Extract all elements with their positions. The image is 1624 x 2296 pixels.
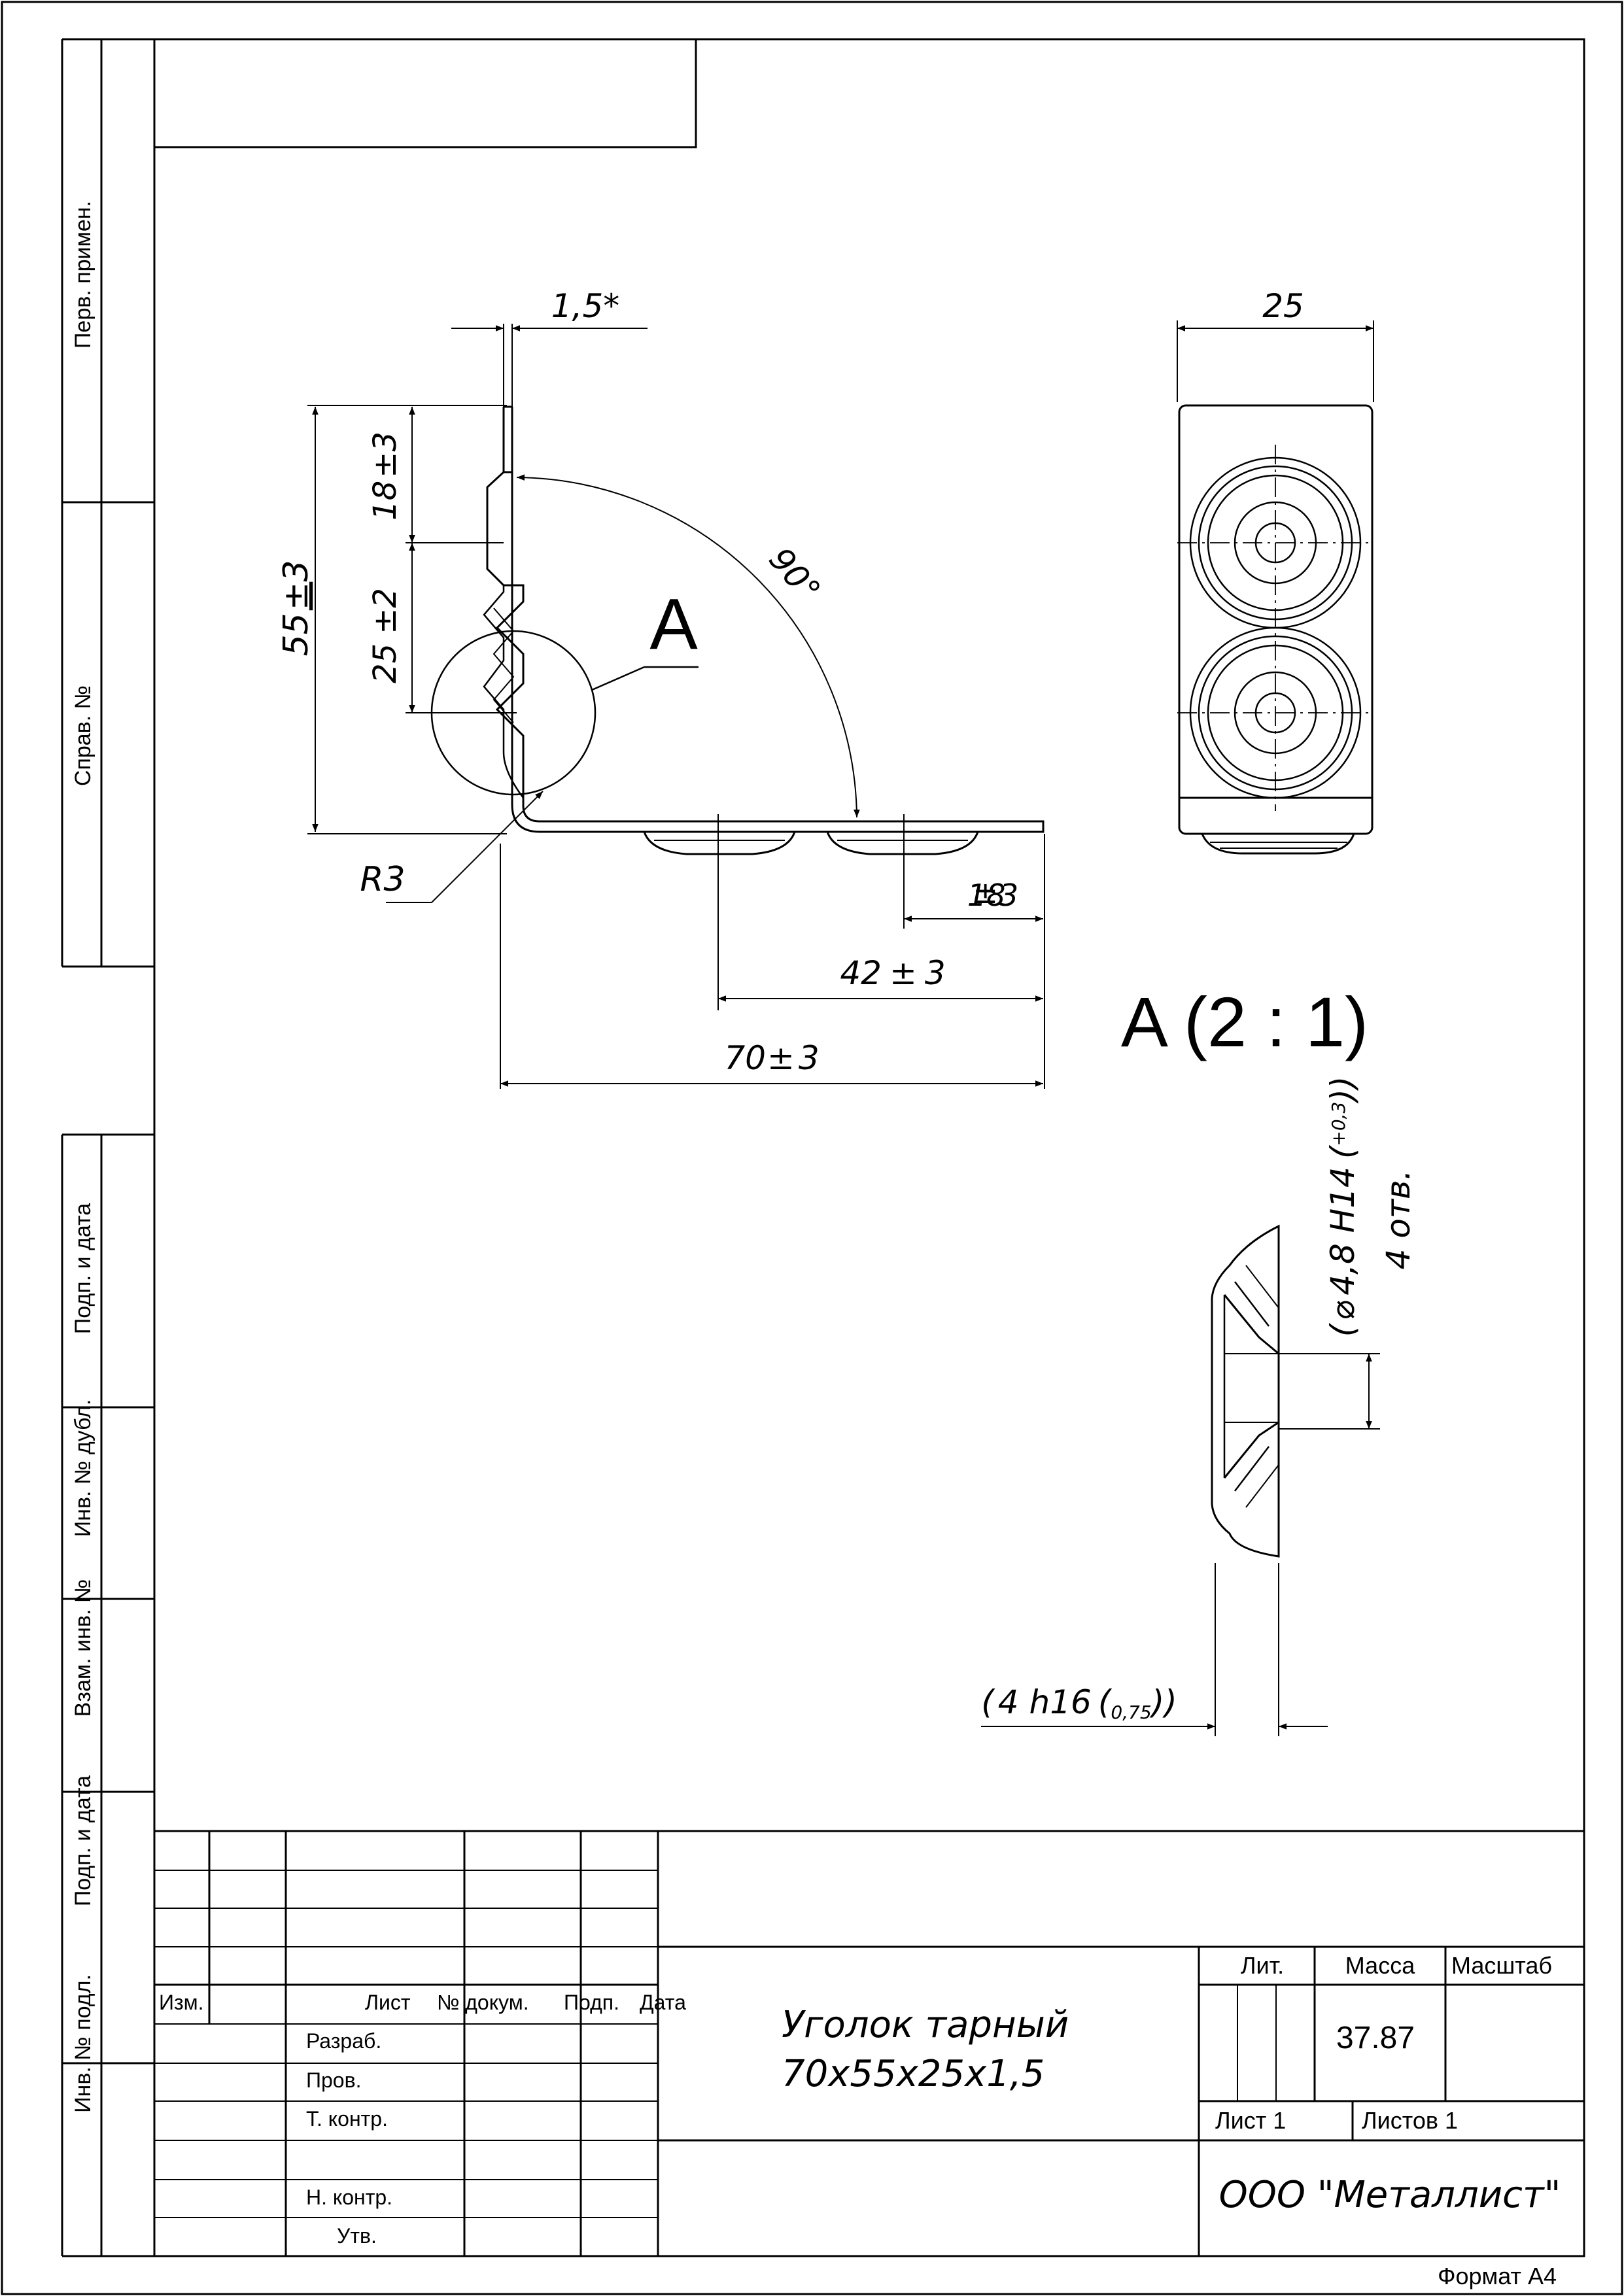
title-block-texts: Изм. Лист № докум. Подп. Дата Разраб. Пр… [159, 1952, 1561, 2248]
dim-upper-seg: 18±3 [367, 432, 404, 521]
dim-bottom-mid: 42±3 [840, 954, 945, 992]
dim-width: 25 [1262, 287, 1304, 325]
dim-angle: 90° [761, 540, 827, 609]
detail-height-spec: (4 h16(0,75)) [981, 1683, 1177, 1723]
dim-bottom-total: 70±3 [724, 1039, 819, 1077]
detail-hole-count: 4 отв. [1379, 1170, 1417, 1270]
front-view-width-dim [1177, 320, 1374, 402]
dim-height-total: 55±3 [277, 560, 316, 657]
dim-bottom-short: 18±3 [967, 875, 1018, 913]
detail-view-profile [1211, 1224, 1280, 1558]
scale-label: Масштаб [1451, 1952, 1552, 1979]
side-label-podp-data-1: Подп. и дата [71, 1203, 95, 1334]
side-label-sprav: Справ. № [71, 685, 95, 786]
row-tkontr: Т. контр. [306, 2107, 388, 2131]
dim-radius: R3 [360, 860, 405, 899]
detail-view-title: A (2 : 1) [1121, 982, 1368, 1061]
company-name: ООО "Металлист" [1219, 2174, 1561, 2216]
part-name-line2: 70x55x25x1,5 [782, 2053, 1045, 2095]
main-view-dimension-lines [307, 324, 1045, 1089]
col-list: Лист [365, 1991, 411, 2014]
side-label-inv-dubl: Инв. № дубл. [71, 1399, 95, 1537]
main-view-profile [483, 405, 1045, 855]
side-label-inv-podl: Инв. № подл. [71, 1974, 95, 2113]
row-prov: Пров. [306, 2068, 361, 2092]
detail-callout-letter: A [649, 584, 698, 664]
title-block-grid [154, 1830, 1584, 2256]
detail-view-dimensions [981, 1353, 1380, 1736]
side-label-vzam-inv: Взам. инв. № [71, 1579, 95, 1717]
row-nkontr: Н. контр. [306, 2185, 392, 2209]
sheet-number: Лист 1 [1215, 2107, 1286, 2134]
side-stamp-labels: Перв. примен. Справ. № Подп. и дата Инв.… [71, 201, 95, 2113]
col-podp: Подп. [564, 1991, 619, 2014]
row-utv: Утв. [337, 2224, 377, 2248]
front-view-plate [1178, 404, 1373, 855]
detail-hole-spec: (⌀4,8 H14(+0,3)) 4 отв. (4 h16(0,75)) [981, 1076, 1417, 1723]
drawing-frame [153, 38, 1585, 2257]
mass-label: Масса [1345, 1952, 1415, 1979]
part-name-line1: Уголок тарный [782, 2004, 1069, 2046]
sheet-count: Листов 1 [1362, 2107, 1458, 2134]
format-label: Формат А4 [1438, 2263, 1557, 2289]
col-data: Дата [640, 1991, 686, 2014]
top-left-stamp-box [153, 38, 697, 148]
row-razrab: Разраб. [306, 2029, 381, 2053]
col-izm: Изм. [159, 1991, 204, 2014]
side-label-perv-primen: Перв. примен. [71, 201, 95, 349]
dim-hole-spacing: 25±2 [367, 588, 404, 683]
side-stamp [61, 38, 154, 2257]
front-view-centerlines [1177, 445, 1373, 811]
mass-value: 37.87 [1336, 2021, 1415, 2055]
detail-hole-spec-text: (⌀4,8 H14(+0,3)) [1324, 1076, 1362, 1337]
side-label-podp-data-2: Подп. и дата [71, 1775, 95, 1906]
col-docum: № докум. [437, 1991, 529, 2014]
lit-label: Лит. [1241, 1952, 1284, 1979]
dim-thickness: 1,5* [551, 287, 620, 325]
